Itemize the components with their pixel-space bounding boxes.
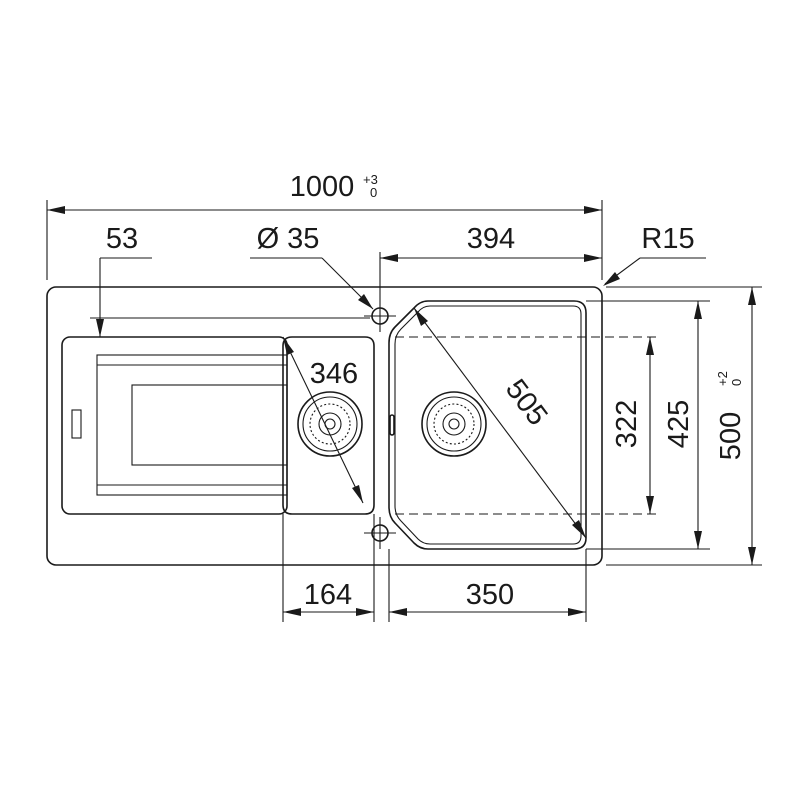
bowl-depth-value: 322 [611, 400, 643, 448]
dimension-drainer-offset: 53 [90, 223, 370, 337]
main-bowl-width-value: 350 [466, 579, 514, 611]
drain-strainer-icon [421, 391, 487, 457]
overall-depth-tol-lower: 0 [729, 379, 744, 386]
drainer-outline [61, 336, 288, 515]
overall-depth-tol-upper: +2 [715, 371, 730, 386]
dimension-small-bowl-width: 164 [282, 514, 375, 622]
main-bowl-diagonal-value: 505 [499, 374, 554, 432]
dimension-overall-width: 1000 +3 0 [46, 171, 603, 280]
tap-hole-value: Ø 35 [257, 223, 320, 255]
small-bowl-outline [282, 336, 375, 515]
main-bowl-offset-value: 394 [467, 223, 515, 255]
tap-hole-icon [364, 300, 396, 332]
bowl-outer-depth-value: 425 [663, 400, 695, 448]
drain-strainer-icon [297, 391, 363, 457]
sink-outer-outline [46, 286, 603, 566]
sink-body [46, 286, 603, 566]
overflow-icon [389, 414, 395, 436]
drainer-slot [71, 409, 82, 439]
dimension-main-bowl-width: 350 [388, 549, 587, 622]
overall-width-tol-upper: +3 [363, 172, 378, 187]
drainer-ridge-outer [96, 354, 288, 496]
overall-depth-value: 500 [715, 412, 747, 460]
dimension-bowl-depth: 322 [395, 336, 660, 515]
dimension-main-bowl-diagonal: 505 [413, 307, 587, 539]
dimension-bowl-outer-depth: 425 [586, 300, 710, 550]
dimension-corner-radius: R15 [603, 223, 706, 286]
overall-width-tol-lower: 0 [370, 185, 377, 200]
corner-radius-value: R15 [641, 223, 694, 255]
tap-hole-icon [364, 517, 396, 549]
drainer-offset-value: 53 [106, 223, 138, 255]
main-bowl-outline [388, 300, 587, 550]
small-bowl-width-value: 164 [304, 579, 352, 611]
overall-width-value: 1000 [290, 171, 355, 203]
drainer-ridge-inner [131, 384, 288, 466]
main-bowl-rim [394, 305, 582, 545]
drainer-diagonal-value: 346 [310, 358, 358, 390]
dimension-tap-hole: Ø 35 [250, 223, 374, 310]
dimension-overall-depth: 500 +2 0 [606, 286, 762, 566]
dimension-main-bowl-offset: 394 [379, 223, 602, 300]
dimension-drainer-diagonal: 346 [282, 336, 364, 504]
